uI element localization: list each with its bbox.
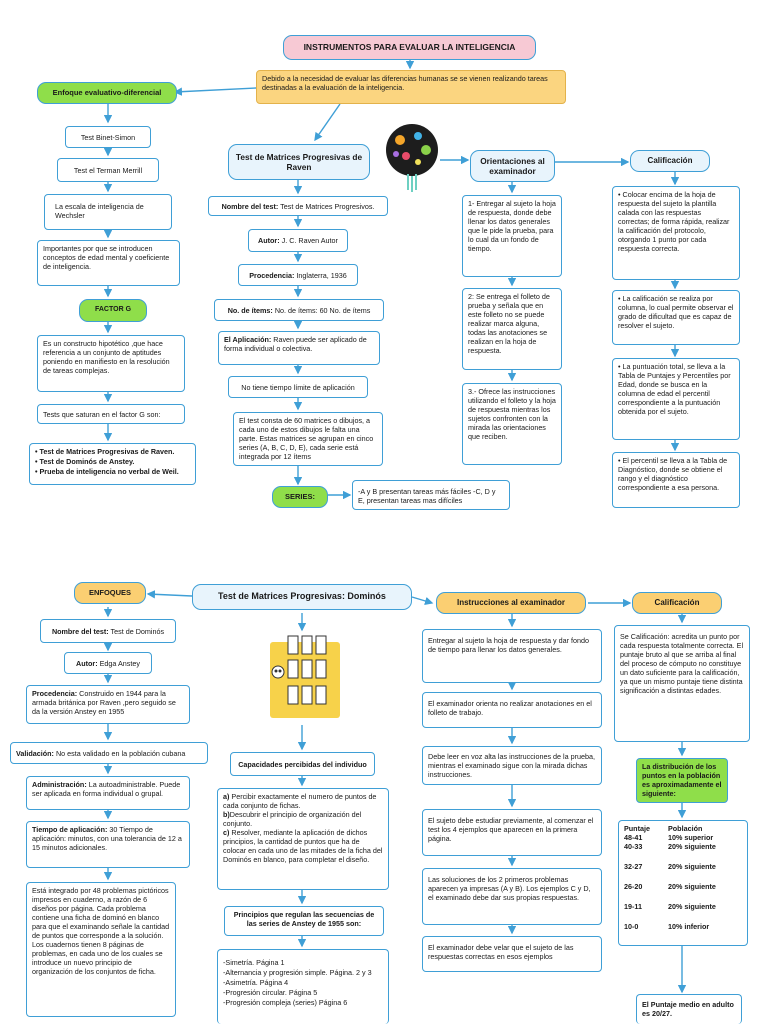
raven-desc: El test consta de 60 matrices o dibujos,…: [233, 412, 383, 466]
dominos-origin: Procedencia: Construido en 1944 para la …: [26, 685, 190, 724]
header-instr: Instrucciones al examinador: [436, 592, 586, 614]
dominos-admin: Administración: La autoadministrable. Pu…: [26, 776, 190, 810]
calif-4: • El percentil se lleva a la Tabla de Di…: [612, 452, 740, 508]
dominos-name: Nombre del test: Test de Dominós: [40, 619, 176, 643]
calif-2: • La calificación se realiza por columna…: [612, 290, 740, 345]
list-item: -Alternancia y progresión simple. Página…: [223, 968, 372, 977]
factor-g: FACTOR G: [79, 299, 147, 322]
orient-3: 3.- Ofrece las instrucciones utilizando …: [462, 383, 562, 465]
series-text: -A y B presentan tareas más fáciles -C, …: [352, 480, 510, 510]
raven-time: No tiene tiempo límite de aplicación: [228, 376, 368, 398]
list-item: • Test de Matrices Progresivas de Raven.: [35, 447, 175, 456]
test-terman: Test el Terman Merrill: [57, 158, 159, 182]
raven-items: No. de ítems: No. de ítems: 60 No. de ít…: [214, 299, 384, 321]
domino-illustration: [266, 632, 342, 722]
title-dominos: Test de Matrices Progresivas: Dominós: [192, 584, 412, 610]
intro-text: Debido a la necesidad de evaluar las dif…: [256, 70, 566, 104]
instr-1: Entregar al sujeto la hoja de respuesta …: [422, 629, 602, 683]
list-item: • Test de Dominós de Anstey.: [35, 457, 135, 466]
principios-list: -Simetría. Página 1 -Alternancia y progr…: [217, 949, 389, 1024]
list-item: -Simetría. Página 1: [223, 958, 285, 967]
test-binet: Test Binet-Simon: [65, 126, 151, 148]
calif-3: • La puntuación total, se lleva a la Tab…: [612, 358, 740, 440]
raven-application: El Aplicación: Raven puede ser aplicado …: [218, 331, 380, 365]
header-raven: Test de Matrices Progresivas de Raven: [228, 144, 370, 180]
tests-list: • Test de Matrices Progresivas de Raven.…: [29, 443, 196, 485]
distribution-header: La distribución de los puntos en la pobl…: [636, 758, 728, 803]
dominos-author: Autor: Edga Anstey: [64, 652, 152, 674]
dominos-validation: Validación: No esta validado en la pobla…: [10, 742, 208, 764]
instr-6: El examinador debe velar que el sujeto d…: [422, 936, 602, 972]
series-label: SERIES:: [272, 486, 328, 508]
orient-1: 1- Entregar al sujeto la hoja de respues…: [462, 195, 562, 277]
orient-2: 2: Se entrega el folleto de prueba y señ…: [462, 288, 562, 370]
header-enfoques: ENFOQUES: [74, 582, 146, 604]
raven-author: Autor: J. C. Raven Autor: [248, 229, 348, 252]
instr-2: El examinador orienta no realizar anotac…: [422, 692, 602, 728]
instr-5: Las soluciones de los 2 primeros problem…: [422, 868, 602, 925]
principios-header: Principios que regulan las secuencias de…: [224, 906, 384, 936]
list-item: -Progresión compleja (series) Página 6: [223, 998, 348, 1007]
dominos-desc: Está integrado por 48 problemas pictóric…: [26, 882, 176, 1017]
instr-4: El sujeto debe estudiar previamente, al …: [422, 809, 602, 856]
concepts-box: Importantes por que se introducen concep…: [37, 240, 180, 286]
dominos-time: Tiempo de aplicación: 30 Tiempo de aplic…: [26, 821, 190, 868]
title-main: INSTRUMENTOS PARA EVALUAR LA INTELIGENCI…: [283, 35, 536, 60]
capacidades-list: a) Percibir exactamente el numero de pun…: [217, 788, 389, 890]
header-calif: Calificación: [630, 150, 710, 172]
tests-factor-g: Tests que saturan en el factor G son:: [37, 404, 185, 424]
capacidades-header: Capacidades percibidas del individuo: [230, 752, 375, 776]
raven-name: Nombre del test: Test de Matrices Progre…: [208, 196, 388, 216]
calif-text: Se Calificación: acredita un punto por c…: [614, 625, 750, 742]
list-item: • Prueba de inteligencia no verbal de We…: [35, 467, 179, 476]
instr-3: Debe leer en voz alta las instrucciones …: [422, 746, 602, 785]
raven-origin: Procedencia: Inglaterra, 1936: [238, 264, 358, 286]
test-wechsler: La escala de inteligencia de Wechsler: [44, 194, 172, 230]
list-item: -Asimetría. Página 4: [223, 978, 289, 987]
header-enfoque: Enfoque evaluativo-diferencial: [37, 82, 177, 104]
average-score: El Puntaje medio en adulto es 20/27.: [636, 994, 742, 1024]
header-orient: Orientaciones al examinador: [470, 150, 555, 182]
factor-g-def: Es un constructo hipotético ,que hace re…: [37, 335, 185, 392]
list-item: -Progresión circular. Página 5: [223, 988, 318, 997]
brain-illustration: [384, 122, 440, 194]
calif-1: • Colocar encima de la hoja de respuesta…: [612, 186, 740, 280]
header-calif-2: Calificación: [632, 592, 722, 614]
